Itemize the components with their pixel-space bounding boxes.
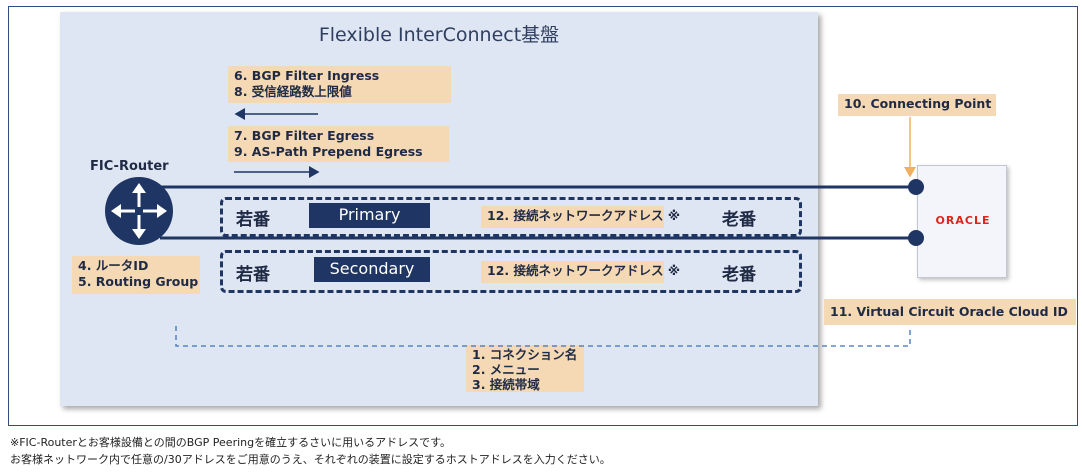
secondary-connecting-point: [908, 230, 924, 246]
ingress-line2: 8. 受信経路数上限値: [234, 84, 352, 99]
egress-line2: 9. AS-Path Prepend Egress: [234, 144, 423, 159]
primary-address-label: 12. 接続ネットワークアドレス ※: [481, 206, 680, 228]
connecting-point-label: 10. Connecting Point: [838, 94, 996, 116]
connection-line3: 3. 接続帯域: [472, 377, 540, 392]
primary-name: Primary: [309, 203, 430, 228]
connection-line2: 2. メニュー: [472, 362, 540, 377]
router-info-label: 4. ルータID 5. Routing Group: [72, 256, 200, 294]
primary-peering-group: [220, 197, 802, 237]
footnote-line1: ※FIC-Routerとお客様設備との間のBGP Peeringを確立するさいに…: [10, 436, 451, 449]
router-icon: [105, 177, 173, 245]
oracle-cloud-box: ORACLE: [917, 165, 1007, 278]
ingress-line1: 6. BGP Filter Ingress: [234, 68, 380, 83]
connection-info-label: 1. コネクション名 2. メニュー 3. 接続帯域: [466, 345, 584, 392]
fic-title: Flexible InterConnect基盤: [318, 24, 560, 46]
primary-connecting-point: [908, 179, 924, 195]
router-info-line2: 5. Routing Group: [78, 274, 199, 289]
secondary-name: Secondary: [314, 257, 430, 282]
egress-label: 7. BGP Filter Egress 9. AS-Path Prepend …: [228, 126, 449, 162]
ingress-label: 6. BGP Filter Ingress 8. 受信経路数上限値: [228, 66, 451, 103]
egress-line1: 7. BGP Filter Egress: [234, 128, 375, 143]
secondary-address-label: 12. 接続ネットワークアドレス ※: [481, 261, 680, 283]
router-info-line1: 4. ルータID: [78, 258, 149, 273]
router-label: FIC-Router: [90, 159, 169, 174]
secondary-low-number: 若番: [236, 265, 270, 285]
secondary-high-number: 老番: [722, 265, 756, 285]
oracle-logo: ORACLE: [935, 214, 991, 227]
footnote-line2: お客様ネットワーク内で任意の/30アドレスをご用意のうえ、それぞれの装置に設定す…: [10, 453, 611, 466]
secondary-peering-group: [220, 250, 802, 293]
virtual-circuit-label: 11. Virtual Circuit Oracle Cloud ID: [824, 299, 1076, 325]
primary-high-number: 老番: [722, 210, 756, 230]
connection-dashed-path: [175, 326, 911, 347]
connection-line1: 1. コネクション名: [472, 347, 578, 362]
primary-low-number: 若番: [236, 210, 270, 230]
